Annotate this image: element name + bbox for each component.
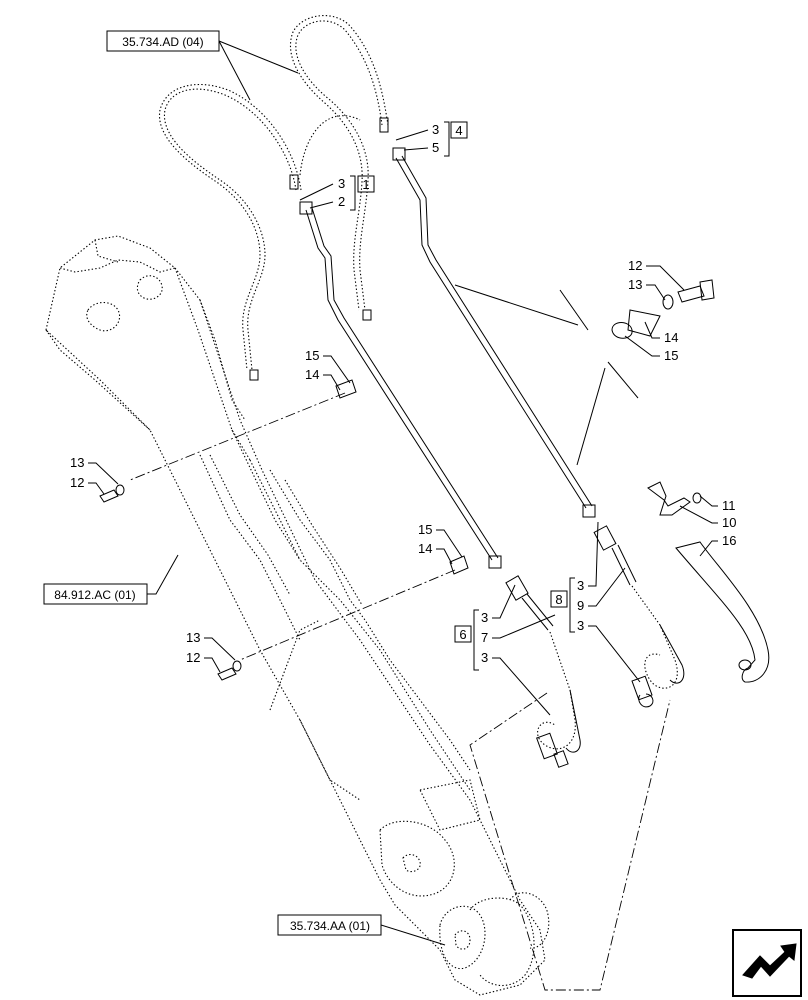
navigation-arrow-icon[interactable] bbox=[732, 929, 802, 997]
kit-6: 6 bbox=[459, 627, 466, 642]
callout-13b: 13 bbox=[70, 455, 84, 470]
callout-15c: 15 bbox=[418, 522, 432, 537]
callout-3c: 3 bbox=[481, 610, 488, 625]
hose-loops bbox=[158, 15, 389, 381]
hose-8 bbox=[593, 525, 685, 708]
callout-10: 10 bbox=[722, 515, 736, 530]
guide-lines bbox=[454, 284, 639, 466]
callout-14b: 14 bbox=[305, 367, 319, 382]
callouts: 35.734.AD (04) 3 2 1 3 5 4 12 13 14 15 1… bbox=[43, 30, 736, 946]
hose-6 bbox=[505, 575, 581, 768]
boom-arm bbox=[45, 235, 550, 996]
callout-14a: 14 bbox=[664, 330, 678, 345]
callout-3e: 3 bbox=[577, 578, 584, 593]
callout-12a: 12 bbox=[628, 258, 642, 273]
callout-15a: 15 bbox=[664, 348, 678, 363]
ref-cylinder: 35.734.AA (01) bbox=[290, 919, 370, 933]
callout-11: 11 bbox=[722, 498, 736, 513]
callout-3b: 3 bbox=[432, 122, 439, 137]
callout-13c: 13 bbox=[186, 630, 200, 645]
assembly-leaders bbox=[129, 392, 671, 991]
callout-3a: 3 bbox=[338, 176, 345, 191]
callout-2: 2 bbox=[338, 194, 345, 209]
callout-9: 9 bbox=[577, 598, 584, 613]
tube-right bbox=[392, 147, 596, 569]
ref-boom: 84.912.AC (01) bbox=[54, 588, 135, 602]
callout-15b: 15 bbox=[305, 348, 319, 363]
callout-3f: 3 bbox=[577, 618, 584, 633]
hardware bbox=[99, 279, 770, 683]
callout-12b: 12 bbox=[70, 475, 84, 490]
kit-4: 4 bbox=[455, 123, 462, 138]
callout-7: 7 bbox=[481, 630, 488, 645]
tube-left bbox=[299, 201, 499, 561]
callout-3d: 3 bbox=[481, 650, 488, 665]
callout-14c: 14 bbox=[418, 541, 432, 556]
callout-12c: 12 bbox=[186, 650, 200, 665]
kit-8: 8 bbox=[555, 592, 562, 607]
callout-16: 16 bbox=[722, 533, 736, 548]
kit-1: 1 bbox=[362, 177, 369, 192]
callout-5: 5 bbox=[432, 140, 439, 155]
callout-13a: 13 bbox=[628, 277, 642, 292]
ref-hose-set: 35.734.AD (04) bbox=[122, 35, 203, 49]
